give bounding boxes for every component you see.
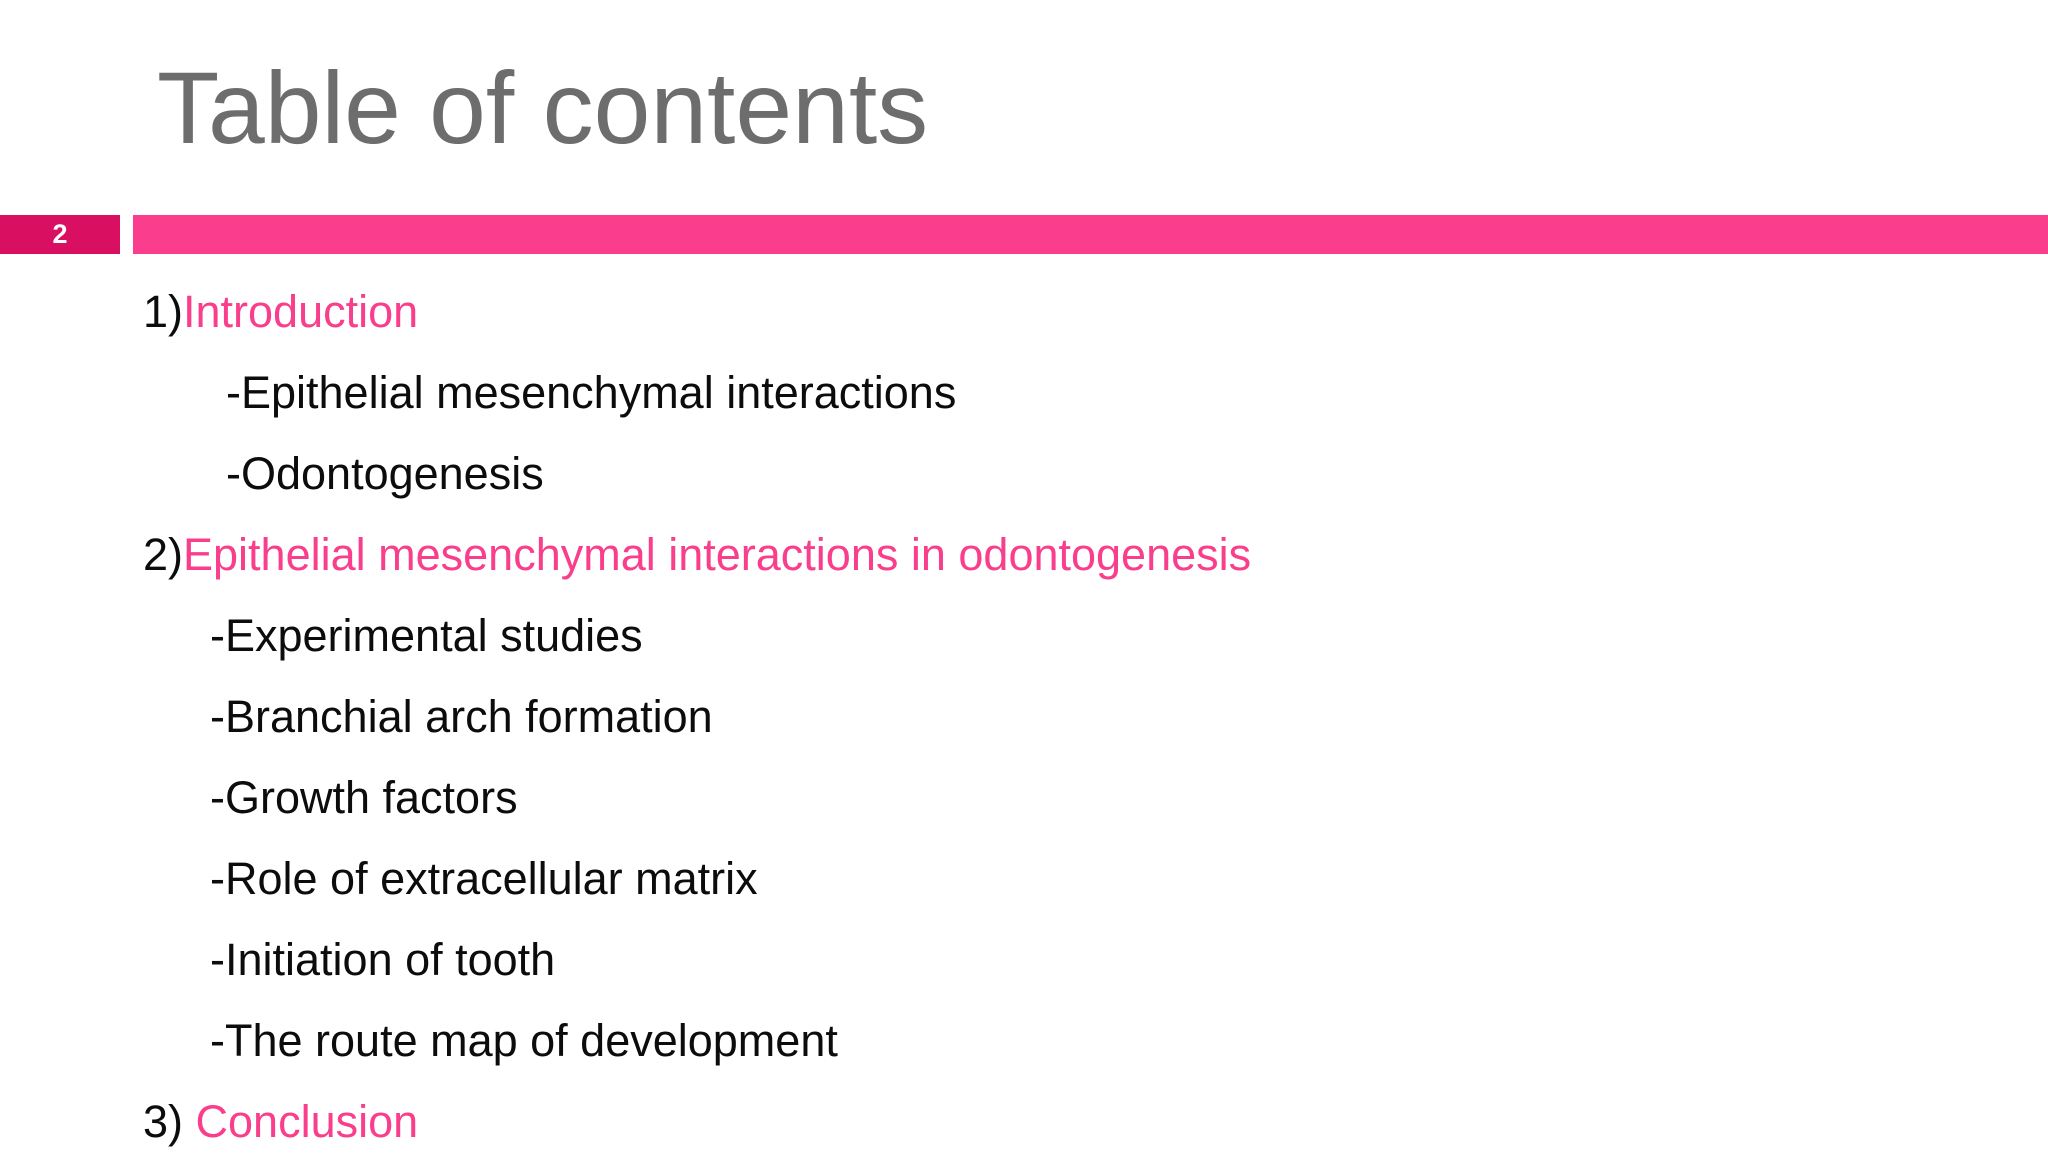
toc-subitem-label: -Branchial arch formation: [210, 691, 713, 742]
toc-item-conclusion: 3) Conclusion: [0, 1081, 2048, 1162]
toc-item-title: Introduction: [183, 286, 419, 337]
toc-subitem-experimental-studies: -Experimental studies: [0, 595, 2048, 676]
toc-subitem-odontogenesis: -Odontogenesis: [0, 433, 2048, 514]
toc-subitem-label: -Experimental studies: [210, 610, 643, 661]
page-number: 2: [52, 219, 68, 249]
toc-item-title: Epithelial mesenchymal interactions in o…: [183, 529, 1252, 580]
toc-subitem-label: -Epithelial mesenchymal interactions: [226, 367, 957, 418]
toc-subitem-label: -The route map of development: [210, 1015, 838, 1066]
toc-subitem-epithelial-mesenchymal-interactions: -Epithelial mesenchymal interactions: [0, 352, 2048, 433]
toc-subitem-label: -Growth factors: [210, 772, 518, 823]
toc-subitem-the-route-map-of-development: -The route map of development: [0, 1000, 2048, 1081]
toc-subitem-branchial-arch-formation: -Branchial arch formation: [0, 676, 2048, 757]
page-title: Table of contents: [157, 51, 929, 165]
toc-list: 1) Introduction -Epithelial mesenchymal …: [0, 271, 2048, 1162]
toc-subitem-growth-factors: -Growth factors: [0, 757, 2048, 838]
toc-subitem-initiation-of-tooth: -Initiation of tooth: [0, 919, 2048, 1000]
toc-item-number: 3): [143, 1096, 196, 1147]
toc-item-epithelial-mesenchymal-interactions-in-odontogenesis: 2) Epithelial mesenchymal interactions i…: [0, 514, 2048, 595]
accent-bar: [133, 215, 2048, 254]
toc-subitem-label: -Odontogenesis: [226, 448, 544, 499]
toc-item-number: 1): [143, 286, 184, 337]
toc-item-title: Conclusion: [195, 1096, 419, 1147]
toc-item-number: 2): [143, 529, 184, 580]
page-number-badge: 2: [0, 215, 120, 254]
toc-subitem-label: -Initiation of tooth: [210, 934, 556, 985]
toc-subitem-role-of-extracellular-matrix: -Role of extracellular matrix: [0, 838, 2048, 919]
toc-subitem-label: -Role of extracellular matrix: [210, 853, 758, 904]
toc-item-introduction: 1) Introduction: [0, 271, 2048, 352]
